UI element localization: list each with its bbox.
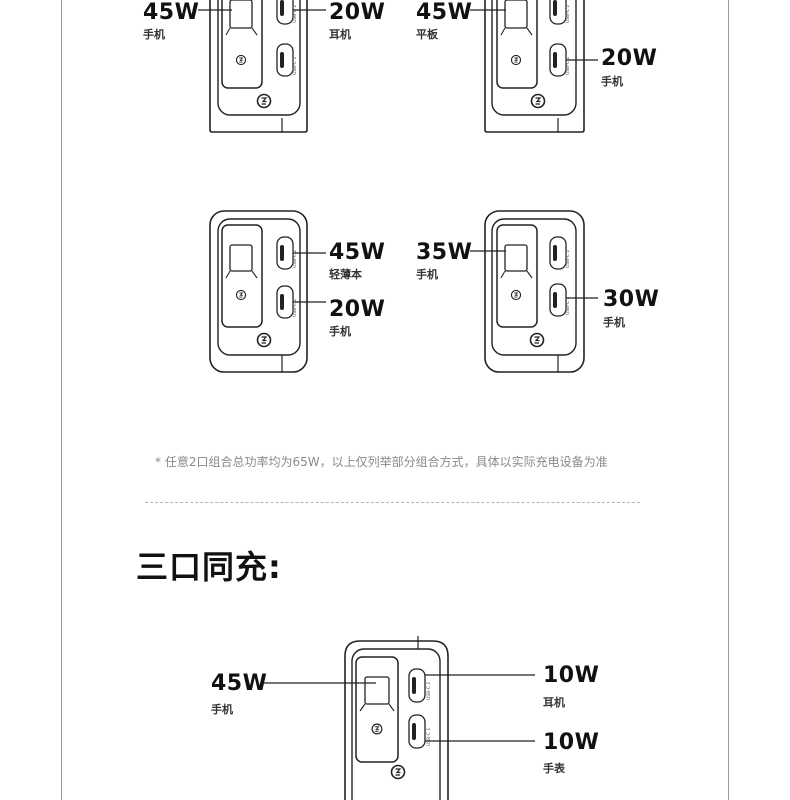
charger-b-left-device: 平板	[416, 28, 438, 41]
svg-text:USB-C 1: USB-C 1	[426, 728, 432, 746]
charger-c-top-watt: 45W	[329, 240, 386, 265]
charger-a: USB-C 2 USB-C 1	[198, 0, 326, 133]
charger-e-left-device: 手机	[211, 703, 233, 716]
charger-d: USB-C 2 USB-C 1	[470, 210, 598, 373]
charger-a-left-watt: 45W	[143, 0, 200, 25]
svg-text:USB-C 2: USB-C 2	[565, 250, 571, 268]
charger-e-bottom-right-watt: 10W	[543, 730, 600, 755]
charger-c-bottom-watt: 20W	[329, 297, 386, 322]
charger-e: USB-C 2 USB-C 1	[262, 636, 535, 800]
charger-a-left-device: 手机	[143, 28, 165, 41]
charger-b-right-device: 手机	[601, 75, 623, 88]
svg-text:USB-C 1: USB-C 1	[565, 57, 571, 75]
svg-text:USB-C 2: USB-C 2	[565, 5, 571, 23]
svg-text:USB-C 1: USB-C 1	[565, 297, 571, 315]
charger-b-right-watt: 20W	[601, 46, 658, 71]
usb-c2-port	[276, 0, 294, 25]
charger-d-left-watt: 35W	[416, 240, 473, 265]
charger-c: USB-C 2 USB-C 1	[209, 210, 326, 373]
svg-text:USB-C 1: USB-C 1	[292, 57, 298, 75]
charger-d-right-watt: 30W	[603, 287, 660, 312]
charger-c-top-device: 轻薄本	[329, 268, 362, 281]
left-frame-line	[61, 0, 62, 800]
right-frame-line	[728, 0, 729, 800]
svg-text:USB-C 2: USB-C 2	[292, 5, 298, 23]
svg-text:USB-C 1: USB-C 1	[292, 299, 298, 317]
svg-text:USB-C 2: USB-C 2	[292, 250, 298, 268]
dashed-divider	[145, 502, 640, 503]
charger-d-left-device: 手机	[416, 268, 438, 281]
charger-b: USB-C 2 USB-C 1	[470, 0, 598, 133]
charger-a-right-watt: 20W	[329, 0, 386, 25]
charger-d-right-device: 手机	[603, 316, 625, 329]
svg-text:USB-C 2: USB-C 2	[426, 682, 432, 700]
footnote: * 任意2口组合总功率均为65W，以上仅列举部分组合方式，具体以实际充电设备为准	[155, 455, 608, 469]
usb-c1-port	[276, 43, 294, 77]
charger-a-right-device: 耳机	[329, 28, 351, 41]
charger-e-top-right-device: 耳机	[543, 696, 565, 709]
charger-e-bottom-right-device: 手表	[543, 762, 565, 775]
charger-e-top-right-watt: 10W	[543, 663, 600, 688]
charger-e-left-watt: 45W	[211, 671, 268, 696]
section-heading: 三口同充:	[136, 548, 282, 586]
charger-c-bottom-device: 手机	[329, 325, 351, 338]
charger-b-left-watt: 45W	[416, 0, 473, 25]
